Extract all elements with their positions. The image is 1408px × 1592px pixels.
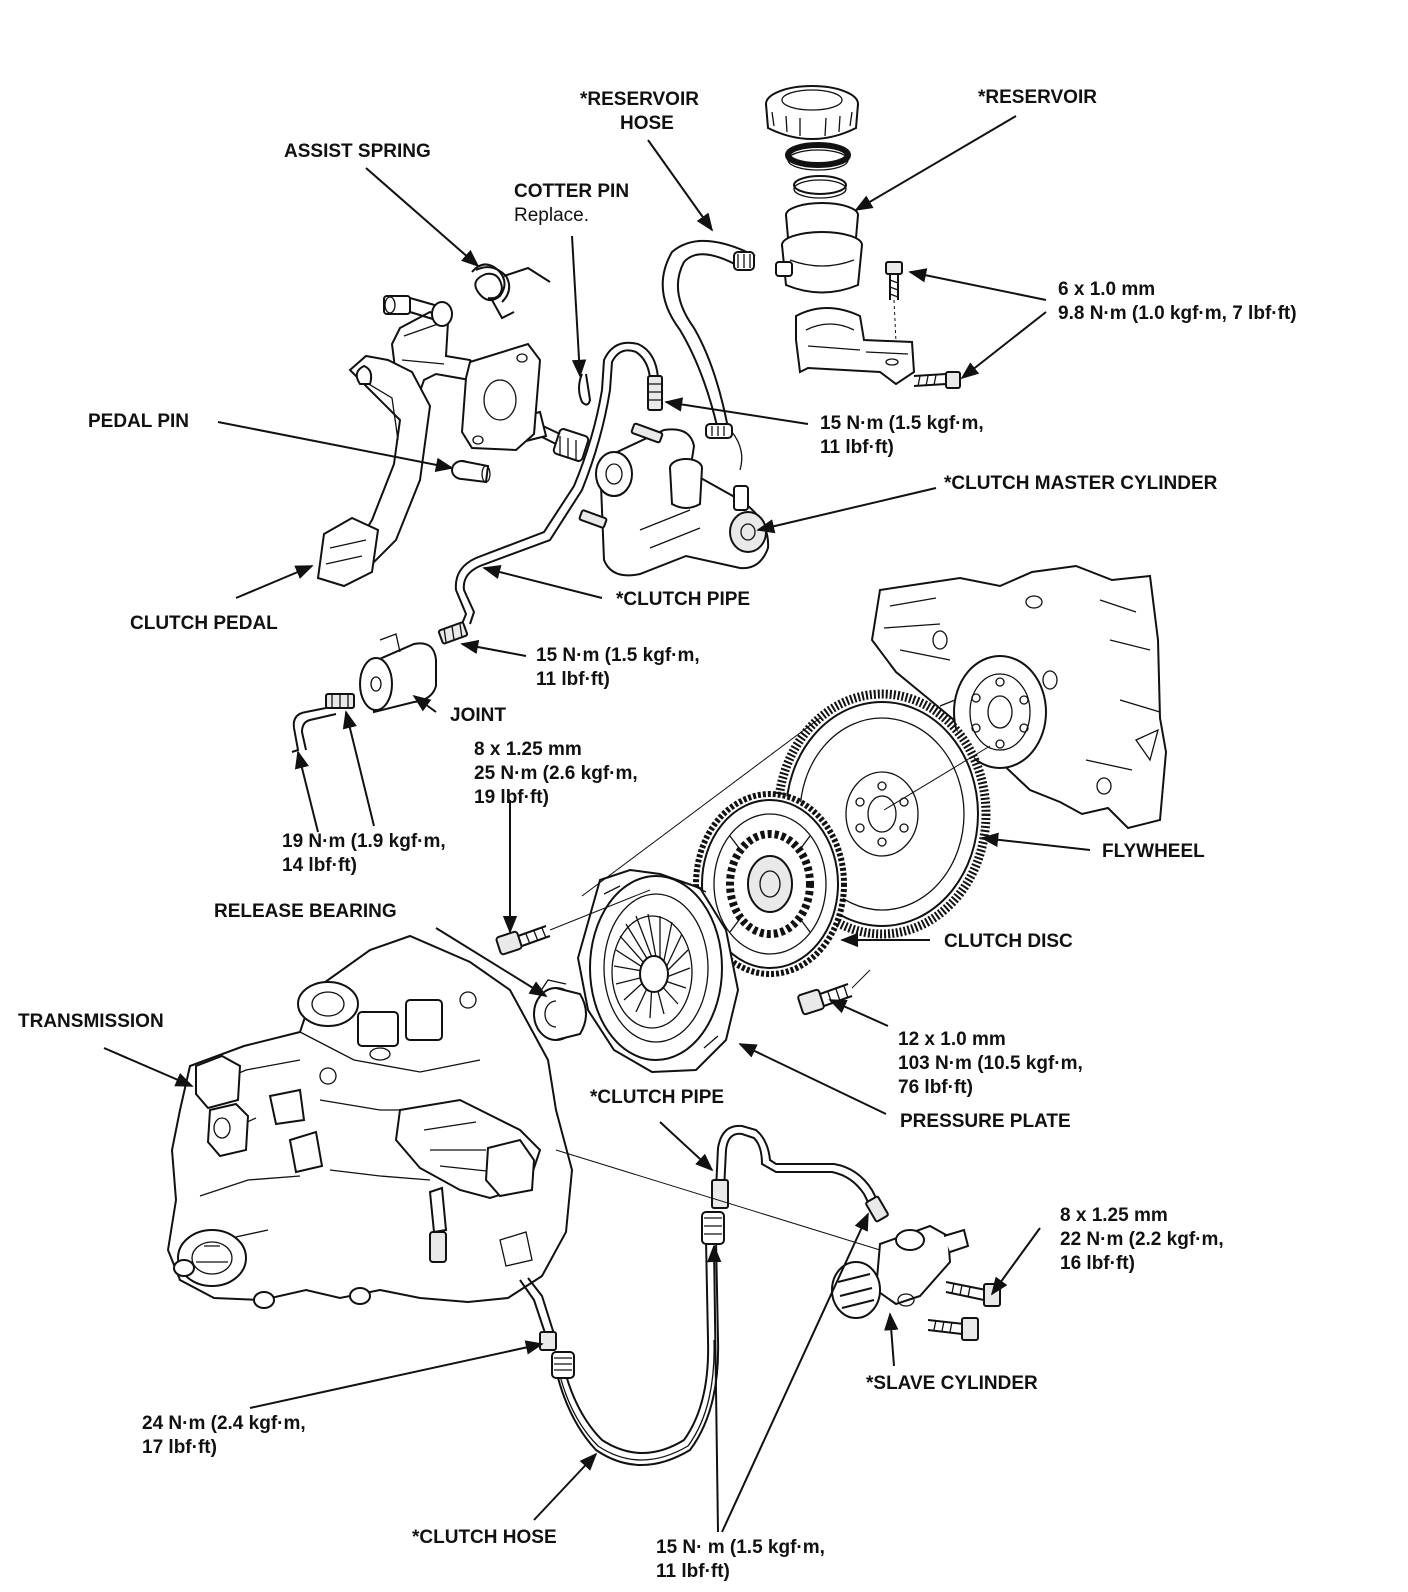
label-slave-cylinder: *SLAVE CYLINDER [866, 1373, 1038, 1394]
label-flywheel-bolt-size: 12 x 1.0 mm [898, 1029, 1006, 1050]
label-joint-torque-line1: 15 N·m (1.5 kgf·m, [536, 645, 700, 666]
label-hose-pipe-torque-line1: 15 N· m (1.5 kgf·m, [656, 1537, 825, 1558]
reservoir-bolt-upper [885, 261, 903, 343]
label-reservoir-hose-line1: *RESERVOIR [580, 89, 699, 110]
label-slave-bolt: 8 x 1.25 mm 22 N·m (2.2 kgf·m, 16 lbf·ft… [1060, 1204, 1224, 1276]
reservoir-hose [661, 240, 756, 471]
label-slave-bolt-lbf: 16 lbf·ft) [1060, 1253, 1135, 1274]
label-cotter-pin-note: Replace. [514, 205, 589, 226]
label-hose-pipe-torque-line2: 11 lbf·ft) [656, 1561, 730, 1582]
clutch-pedal-arm [316, 354, 432, 588]
label-joint-torque-line2: 11 lbf·ft) [536, 669, 610, 690]
label-pressure-plate-bolt: 8 x 1.25 mm 25 N·m (2.6 kgf·m, 19 lbf·ft… [474, 738, 638, 810]
pressure-plate-bolt [495, 889, 651, 956]
clutch-hose [519, 1211, 725, 1466]
pedal-pin [451, 460, 491, 484]
label-reservoir: *RESERVOIR [978, 87, 1097, 108]
label-pedal-pin: PEDAL PIN [88, 411, 190, 432]
flywheel-bolt [797, 969, 871, 1016]
label-pressure-plate-bolt-size: 8 x 1.25 mm [474, 739, 582, 760]
label-joint-hose-torque-line2: 14 lbf·ft) [282, 855, 357, 876]
label-flywheel-bolt: 12 x 1.0 mm 103 N·m (10.5 kgf·m, 76 lbf·… [898, 1028, 1083, 1100]
clutch-disc [693, 791, 847, 977]
label-hose-pipe-torque: 15 N· m (1.5 kgf·m, 11 lbf·ft) [656, 1536, 825, 1584]
label-pressure-plate-bolt-torque: 25 N·m (2.6 kgf·m, [474, 763, 638, 784]
label-clutch-pedal: CLUTCH PEDAL [130, 613, 278, 634]
label-reservoir-hose: *RESERVOIR HOSE [580, 88, 699, 136]
label-reservoir-bolt-size: 6 x 1.0 mm [1058, 279, 1156, 300]
label-hose-trans-torque: 24 N·m (2.4 kgf·m, 17 lbf·ft) [142, 1412, 306, 1460]
assist-spring [471, 263, 551, 320]
label-pressure-plate: PRESSURE PLATE [900, 1111, 1071, 1132]
clutch-pipe-lower [711, 1124, 889, 1223]
label-master-pipe-torque: 15 N·m (1.5 kgf·m, 11 lbf·ft) [820, 412, 984, 460]
label-clutch-master-cylinder: *CLUTCH MASTER CYLINDER [944, 473, 1218, 494]
label-flywheel-bolt-torque: 103 N·m (10.5 kgf·m, [898, 1053, 1083, 1074]
reservoir-cap [765, 85, 859, 140]
label-slave-bolt-torque: 22 N·m (2.2 kgf·m, [1060, 1229, 1224, 1250]
engine-block [870, 564, 1168, 830]
label-joint-hose-torque-line1: 19 N·m (1.9 kgf·m, [282, 831, 446, 852]
label-master-pipe-torque-line2: 11 lbf·ft) [820, 437, 894, 458]
mounting-plate [460, 342, 542, 452]
label-reservoir-bolt: 6 x 1.0 mm 9.8 N·m (1.0 kgf·m, 7 lbf·ft) [1058, 278, 1297, 326]
label-transmission: TRANSMISSION [18, 1011, 164, 1032]
leader-lines [103, 115, 1091, 1533]
reservoir-seal [785, 142, 851, 171]
joint [359, 633, 437, 714]
label-hose-trans-torque-line1: 24 N·m (2.4 kgf·m, [142, 1413, 306, 1434]
pressure-plate [576, 868, 740, 1074]
label-reservoir-hose-line2: HOSE [620, 113, 674, 134]
clutch-pipe-upper [437, 341, 663, 645]
label-cotter-pin: COTTER PIN Replace. [514, 180, 629, 228]
label-release-bearing: RELEASE BEARING [214, 901, 397, 922]
reservoir-bracket [795, 307, 916, 386]
label-slave-bolt-size: 8 x 1.25 mm [1060, 1205, 1168, 1226]
label-assist-spring: ASSIST SPRING [284, 141, 431, 162]
label-clutch-hose: *CLUTCH HOSE [412, 1527, 557, 1548]
reservoir-bolt-lower [913, 371, 961, 389]
joint-hose-stub [291, 693, 355, 753]
label-master-pipe-torque-line1: 15 N·m (1.5 kgf·m, [820, 413, 984, 434]
transmission [166, 934, 574, 1309]
label-clutch-pipe-lower: *CLUTCH PIPE [590, 1087, 725, 1108]
label-clutch-disc: CLUTCH DISC [944, 931, 1073, 952]
clutch-master-cylinder [578, 422, 770, 577]
cotter-pin [578, 373, 592, 406]
label-clutch-pipe-upper: *CLUTCH PIPE [616, 589, 751, 610]
reservoir-body [775, 202, 863, 294]
label-cotter-pin-title: COTTER PIN [514, 181, 630, 202]
label-flywheel-bolt-lbf: 76 lbf·ft) [898, 1077, 973, 1098]
slave-cylinder [555, 1149, 970, 1319]
reservoir-ring [793, 175, 847, 199]
label-flywheel: FLYWHEEL [1102, 841, 1205, 862]
slave-cylinder-bolts [927, 1281, 1001, 1341]
release-bearing [533, 979, 587, 1041]
label-reservoir-bolt-torque: 9.8 N·m (1.0 kgf·m, 7 lbf·ft) [1058, 303, 1297, 324]
label-joint-hose-torque: 19 N·m (1.9 kgf·m, 14 lbf·ft) [282, 830, 446, 878]
label-hose-trans-torque-line2: 17 lbf·ft) [142, 1437, 217, 1458]
label-pressure-plate-bolt-lbf: 19 lbf·ft) [474, 787, 549, 808]
label-joint: JOINT [450, 705, 506, 726]
label-joint-torque: 15 N·m (1.5 kgf·m, 11 lbf·ft) [536, 644, 700, 692]
